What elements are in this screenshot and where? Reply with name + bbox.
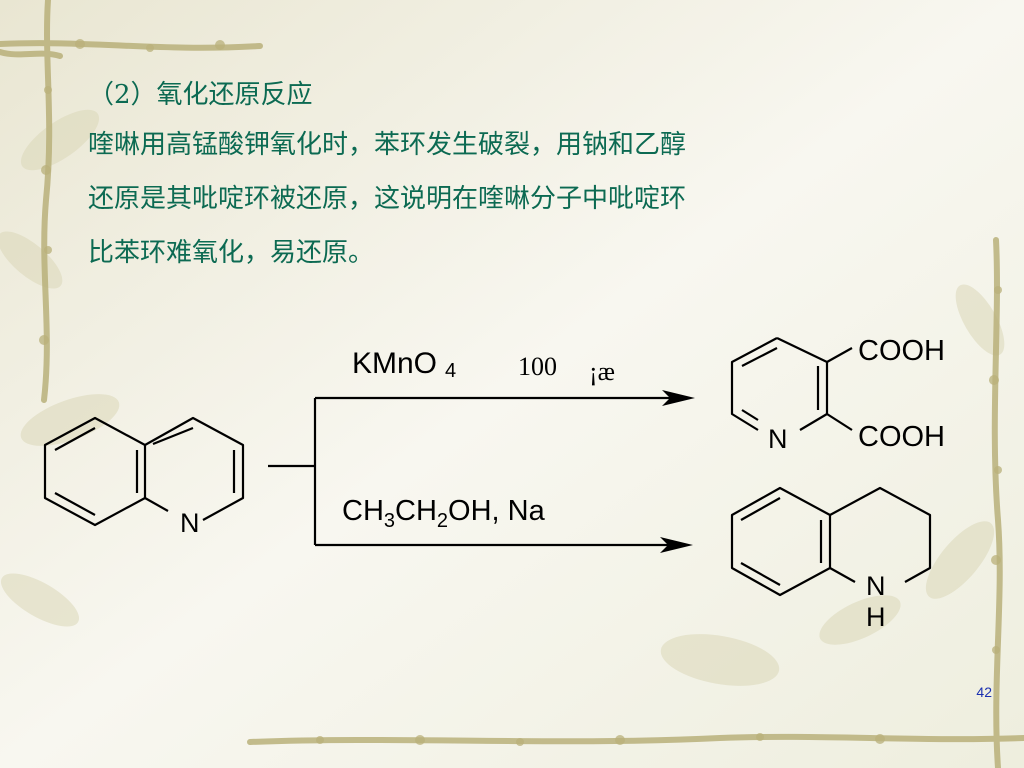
product1-cooh-bottom: COOH [858,421,945,453]
leaf-shapes-decoration [0,109,1005,686]
reactant-nitrogen-label: N [180,508,200,538]
tetrahydroquinoline-structure [730,486,932,597]
upper-reagent-garbled-unit: ¡æ [589,357,615,386]
paragraph-line-3: 比苯环难氧化，易还原。 [88,238,375,268]
upper-arrowhead [662,390,695,406]
lower-arrowhead [660,537,693,553]
product2-hydrogen-label: H [866,602,886,632]
upper-reagent-temperature: 100 [518,352,557,381]
product1-nitrogen-label: N [768,424,788,454]
product1-cooh-top: COOH [858,335,945,367]
page-number: 42 [976,684,992,700]
reaction-arrows [268,396,680,547]
paragraph-line-2: 还原是其吡啶环被还原，这说明在喹啉分子中吡啶环 [88,184,687,214]
paragraph-line-1: 喹啉用高锰酸钾氧化时，苯环发生破裂，用钠和乙醇 [88,130,687,160]
vine-knots-decoration [39,39,1002,746]
slide-text: （2）氧化还原反应 喹啉用高锰酸钾氧化时，苯环发生破裂，用钠和乙醇 还原是其吡啶… [88,72,888,280]
quinoline-structure [43,416,245,527]
product2-nitrogen-label: N [866,571,886,601]
lower-reagent-label: CH3CH2OH, Na [342,495,546,532]
section-heading: （2）氧化还原反应 [88,80,313,110]
pyridine-dicarboxylic-acid-structure [730,337,853,431]
